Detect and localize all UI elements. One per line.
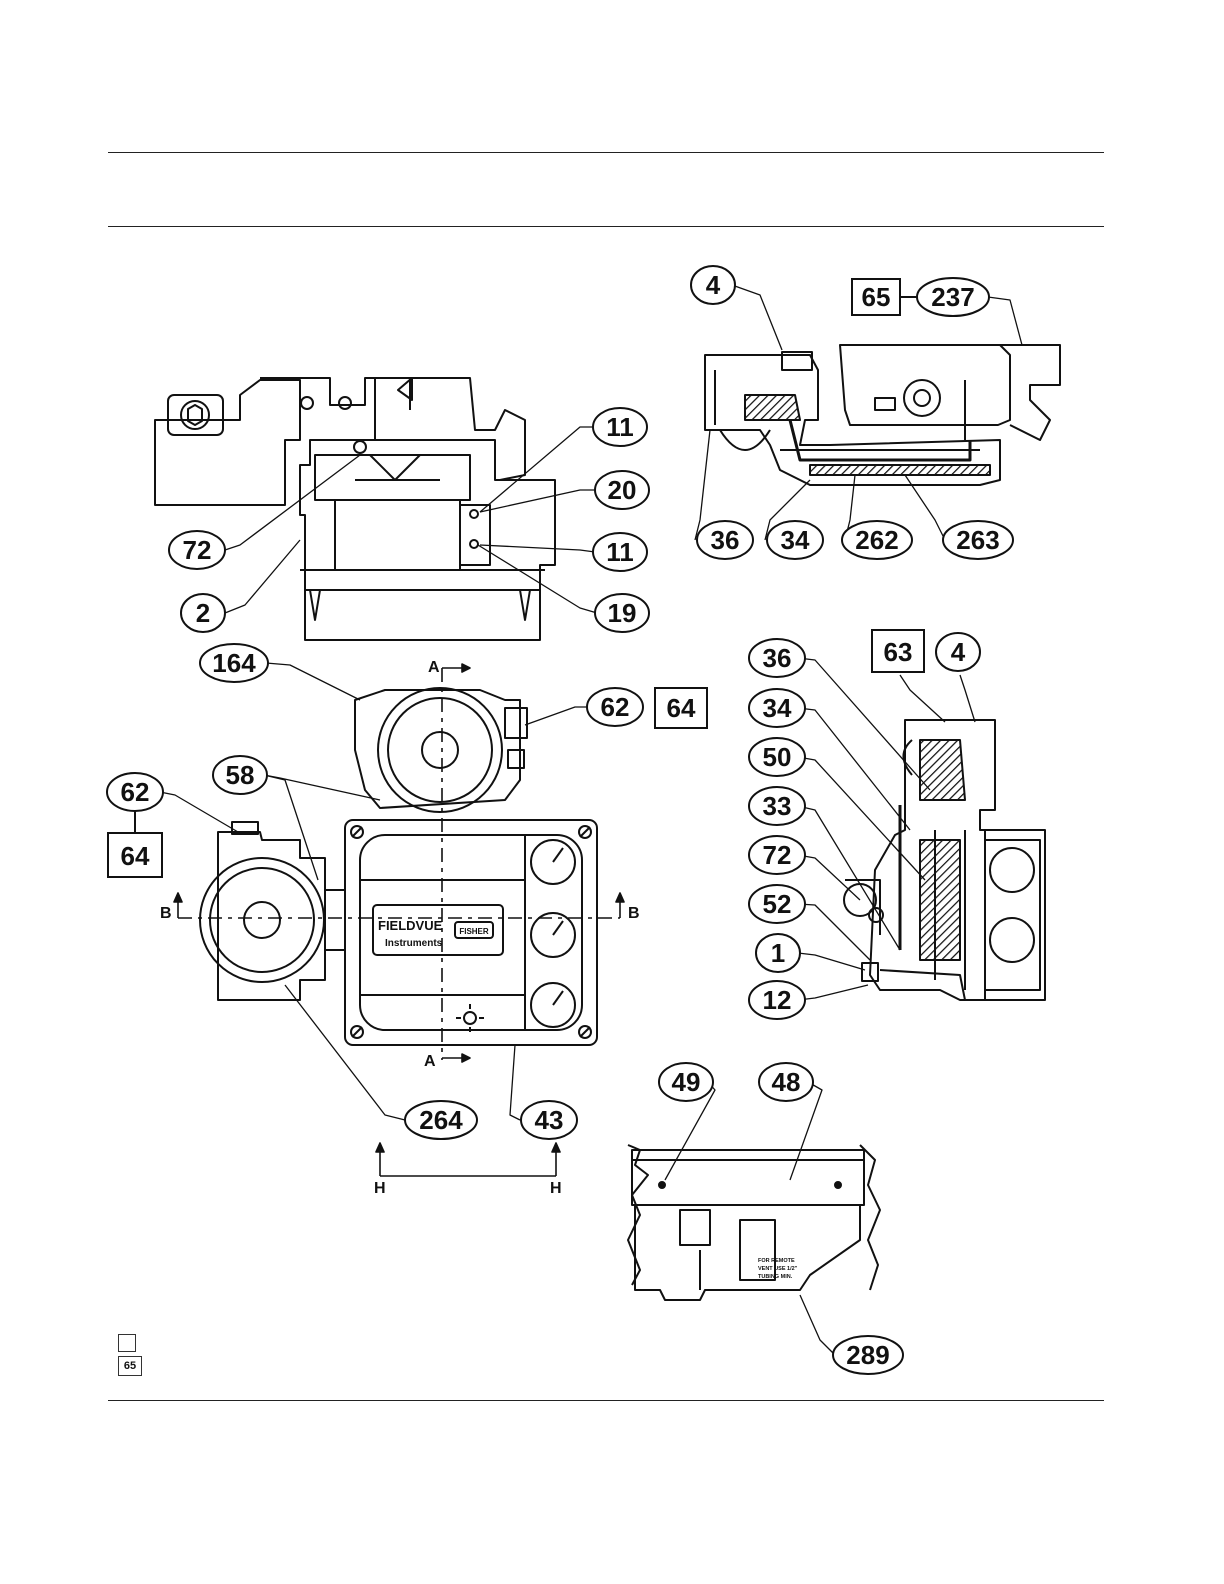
section-h-left-label: H: [374, 1180, 386, 1197]
vent-note-line-3: TUBING MIN.: [758, 1274, 793, 1280]
callout-2: 2: [181, 594, 225, 632]
svg-text:237: 237: [931, 282, 974, 312]
svg-text:263: 263: [956, 525, 999, 555]
vent-detail-view: [628, 1145, 880, 1300]
svg-text:12: 12: [763, 985, 792, 1015]
top-right-section-view: [705, 345, 1060, 485]
callout-72: 72: [169, 531, 225, 569]
svg-text:34: 34: [781, 525, 810, 555]
boxed-callout-63: 63: [872, 630, 924, 672]
svg-text:36: 36: [711, 525, 740, 555]
nameplate-brand: FIELDVUE: [378, 918, 443, 933]
section-b-view: [844, 720, 1045, 1000]
callout-12: 12: [749, 981, 805, 1019]
callout-50: 50: [749, 738, 805, 776]
boxed-callout-65: 65: [852, 279, 900, 315]
callout-36: 36: [697, 521, 753, 559]
callout-4: 4: [691, 266, 735, 304]
boxed-callout-64: 64: [655, 688, 707, 728]
callout-264: 264: [405, 1101, 477, 1139]
callout-33: 33: [749, 787, 805, 825]
callout-262: 262: [842, 521, 912, 559]
vent-note-line-1: FOR REMOTE: [758, 1258, 795, 1264]
section-a-bottom-label: A: [424, 1053, 436, 1070]
callout-237: 237: [917, 278, 989, 316]
section-b-left-label: B: [160, 905, 172, 922]
svg-text:264: 264: [419, 1105, 463, 1135]
callout-4: 4: [936, 633, 980, 671]
svg-text:262: 262: [855, 525, 898, 555]
section-h-right-label: H: [550, 1180, 562, 1197]
callout-36: 36: [749, 639, 805, 677]
callout-11: 11: [593, 533, 647, 571]
svg-text:52: 52: [763, 889, 792, 919]
callout-11: 11: [593, 408, 647, 446]
boxed-callout-64: 64: [108, 833, 162, 877]
svg-text:2: 2: [196, 598, 210, 628]
section-a-top-label: A: [428, 659, 440, 676]
callout-289: 289: [833, 1336, 903, 1374]
svg-text:20: 20: [608, 475, 637, 505]
callout-263: 263: [943, 521, 1013, 559]
section-b-right-label: B: [628, 905, 640, 922]
svg-text:50: 50: [763, 742, 792, 772]
callout-19: 19: [595, 594, 649, 632]
svg-text:48: 48: [772, 1067, 801, 1097]
vent-note-line-2: VENT USE 1/2": [758, 1266, 798, 1272]
svg-text:1: 1: [771, 938, 785, 968]
callout-43: 43: [521, 1101, 577, 1139]
svg-text:62: 62: [601, 692, 630, 722]
callout-58: 58: [213, 756, 267, 794]
callout-1: 1: [756, 934, 800, 972]
callout-48: 48: [759, 1063, 813, 1101]
svg-text:34: 34: [763, 693, 792, 723]
svg-text:11: 11: [606, 412, 634, 442]
svg-text:72: 72: [763, 840, 792, 870]
svg-text:43: 43: [535, 1105, 564, 1135]
svg-text:36: 36: [763, 643, 792, 673]
callout-62: 62: [587, 688, 643, 726]
callout-49: 49: [659, 1063, 713, 1101]
callout-164: 164: [200, 644, 268, 682]
svg-text:4: 4: [951, 637, 966, 667]
svg-text:62: 62: [121, 777, 150, 807]
callout-20: 20: [595, 471, 649, 509]
svg-text:164: 164: [212, 648, 256, 678]
nameplate-maker: FISHER: [459, 927, 489, 936]
svg-text:65: 65: [862, 282, 891, 312]
svg-text:64: 64: [121, 841, 150, 871]
svg-text:33: 33: [763, 791, 792, 821]
svg-text:4: 4: [706, 270, 721, 300]
svg-text:19: 19: [608, 598, 637, 628]
nameplate-subtitle: Instruments: [385, 938, 443, 949]
svg-text:64: 64: [667, 693, 696, 723]
legend-empty-box: [118, 1334, 136, 1352]
svg-text:11: 11: [606, 537, 634, 567]
svg-text:72: 72: [183, 535, 212, 565]
callout-72: 72: [749, 836, 805, 874]
callout-34: 34: [767, 521, 823, 559]
callout-52: 52: [749, 885, 805, 923]
front-cover-view: [200, 688, 597, 1045]
svg-text:63: 63: [884, 637, 913, 667]
callout-62: 62: [107, 773, 163, 811]
svg-text:289: 289: [846, 1340, 889, 1370]
legend-boxed-number: 65: [118, 1356, 142, 1376]
callout-34: 34: [749, 689, 805, 727]
svg-text:58: 58: [226, 760, 255, 790]
svg-text:49: 49: [672, 1067, 701, 1097]
